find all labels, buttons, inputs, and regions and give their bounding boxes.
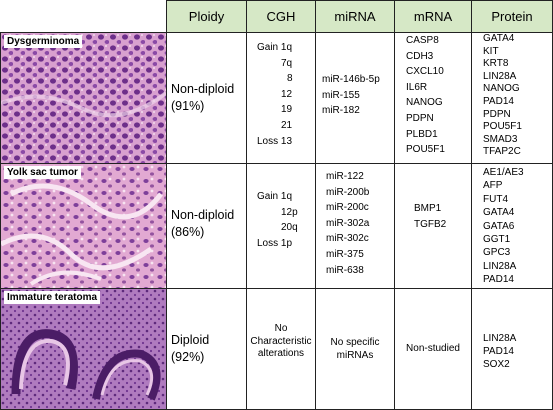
cgh-cell: Gain 1q 12p 20q Loss 1p bbox=[257, 191, 298, 249]
table-border bbox=[166, 0, 167, 410]
tumor-label: Yolk sac tumor bbox=[4, 166, 81, 179]
header-mrna: mRNA bbox=[395, 1, 471, 32]
table-border bbox=[471, 0, 472, 410]
table-border bbox=[0, 32, 1, 410]
table-border bbox=[315, 0, 316, 410]
tumor-label: Dysgerminoma bbox=[4, 35, 83, 48]
cgh-cell: Gain 1q 7q 8 12 19 21 Loss 13 bbox=[257, 42, 293, 147]
ploidy-cell: Non-diploid(86%) bbox=[171, 208, 235, 239]
table-border bbox=[246, 0, 247, 410]
ploidy-cell: Diploid(92%) bbox=[171, 333, 210, 364]
histology-image-yolk-sac-tumor: Yolk sac tumor bbox=[1, 164, 166, 288]
histology-image-immature-teratoma: Immature teratoma bbox=[1, 289, 166, 409]
mrna-cell: Non-studied bbox=[406, 343, 460, 354]
header-mirna: miRNA bbox=[316, 1, 394, 32]
table-border bbox=[0, 163, 553, 164]
header-ploidy: Ploidy bbox=[167, 1, 246, 32]
table-border bbox=[0, 288, 553, 289]
header-cgh: CGH bbox=[247, 1, 315, 32]
header-protein: Protein bbox=[472, 1, 552, 32]
tumor-label: Immature teratoma bbox=[4, 291, 101, 304]
histology-image-dysgerminoma: Dysgerminoma bbox=[1, 33, 166, 163]
table-border bbox=[0, 32, 553, 33]
ploidy-cell: Non-diploid(91%) bbox=[171, 82, 235, 113]
table-border bbox=[166, 0, 553, 1]
table-border bbox=[394, 0, 395, 410]
